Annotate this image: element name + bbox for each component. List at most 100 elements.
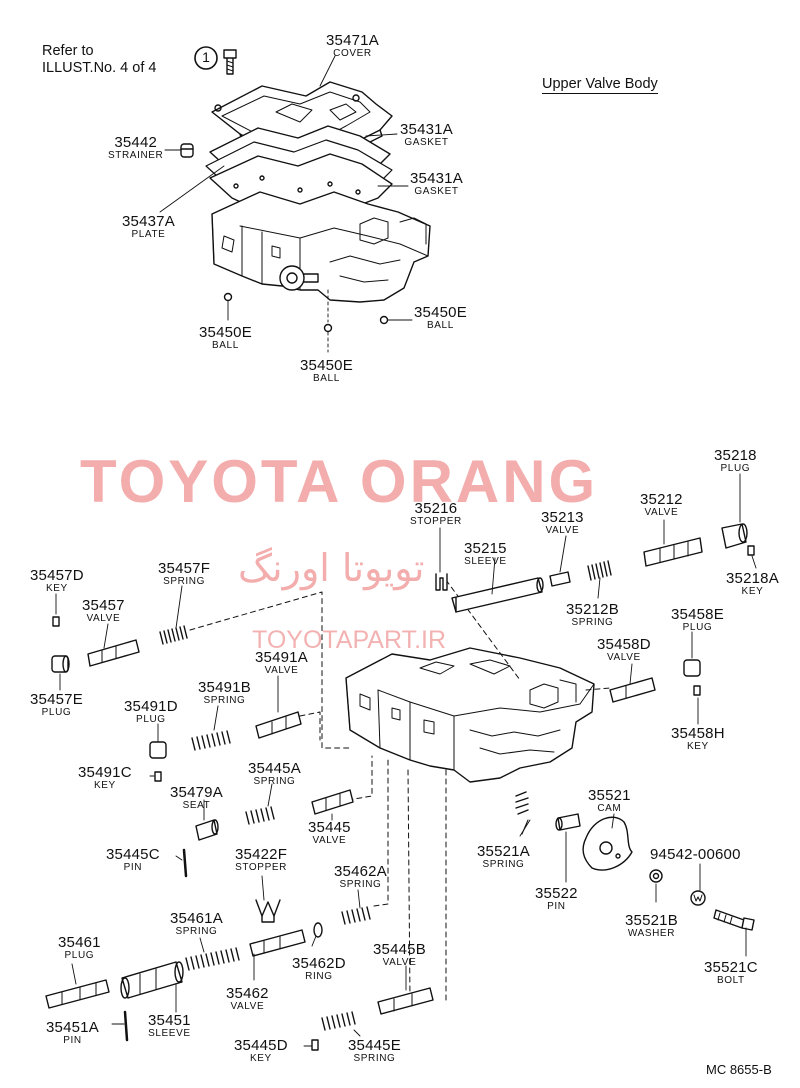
- check-balls: [223, 292, 389, 333]
- valve-35458D: [609, 677, 656, 703]
- valve-35213: [549, 571, 571, 587]
- drawing-code: MC 8655-B: [706, 1062, 772, 1077]
- spring-35461A: [185, 947, 240, 971]
- plug-35457E: [51, 655, 70, 673]
- watermark-persian: تويوتا اورنگ: [238, 546, 425, 590]
- refer-line-1: Refer to: [42, 43, 94, 59]
- spring-35521A: [515, 791, 529, 835]
- spring-35491B: [191, 730, 231, 751]
- key-35458H: [693, 685, 701, 696]
- refer-line-2: ILLUST.No. 4 of 4: [42, 60, 157, 76]
- leader-lines-lower: [55, 473, 757, 1047]
- stopper-35422F: [255, 899, 281, 923]
- plug-35461: [45, 979, 110, 1009]
- watermark-site: TOYOTAPART.IR: [252, 626, 447, 654]
- key-35445D: [311, 1039, 319, 1051]
- cam-35521: [582, 816, 633, 871]
- valve-35457: [87, 639, 140, 667]
- valve-body-lower: [345, 647, 595, 783]
- pin-35451A: [123, 1010, 129, 1042]
- key-35491C: [154, 771, 162, 782]
- spring-35445A: [245, 806, 275, 825]
- refer-bolt: [194, 46, 237, 75]
- valve-35445: [311, 789, 354, 815]
- key-35457D: [52, 616, 60, 627]
- plug-35458E: [683, 659, 701, 677]
- ring-35462D: [313, 922, 323, 938]
- valve-35462: [249, 929, 306, 957]
- leader-lines-upper: [159, 55, 413, 353]
- part-label: 94542-00600: [650, 846, 741, 863]
- spring-35462A: [341, 906, 371, 925]
- bolt-35521C: [713, 909, 755, 931]
- bolt-head-94542-00600: [690, 890, 706, 906]
- valve-body-upper-1: [211, 191, 431, 303]
- pin-35522: [555, 813, 581, 831]
- pin-35445C: [182, 848, 188, 878]
- valve-35491A: [255, 711, 302, 739]
- refer-circle-number: 1: [202, 49, 210, 65]
- diagram-title: Upper Valve Body: [542, 76, 658, 94]
- sleeve-35215: [451, 577, 544, 613]
- sleeve-35451: [120, 961, 184, 999]
- watermark-title: TOYOTA ORANG: [80, 448, 599, 515]
- strainer-part: [180, 143, 194, 158]
- plug-35491D: [149, 741, 167, 759]
- seat-35479A: [195, 819, 219, 841]
- valve-35212: [643, 537, 703, 567]
- plug-35218: [721, 523, 748, 549]
- refer-note: Refer to ILLUST.No. 4 of 4: [42, 43, 156, 77]
- key-35218A: [747, 545, 755, 556]
- spring-35457F: [159, 625, 188, 645]
- valve-35445B: [377, 987, 434, 1015]
- washer-35521B: [649, 869, 663, 883]
